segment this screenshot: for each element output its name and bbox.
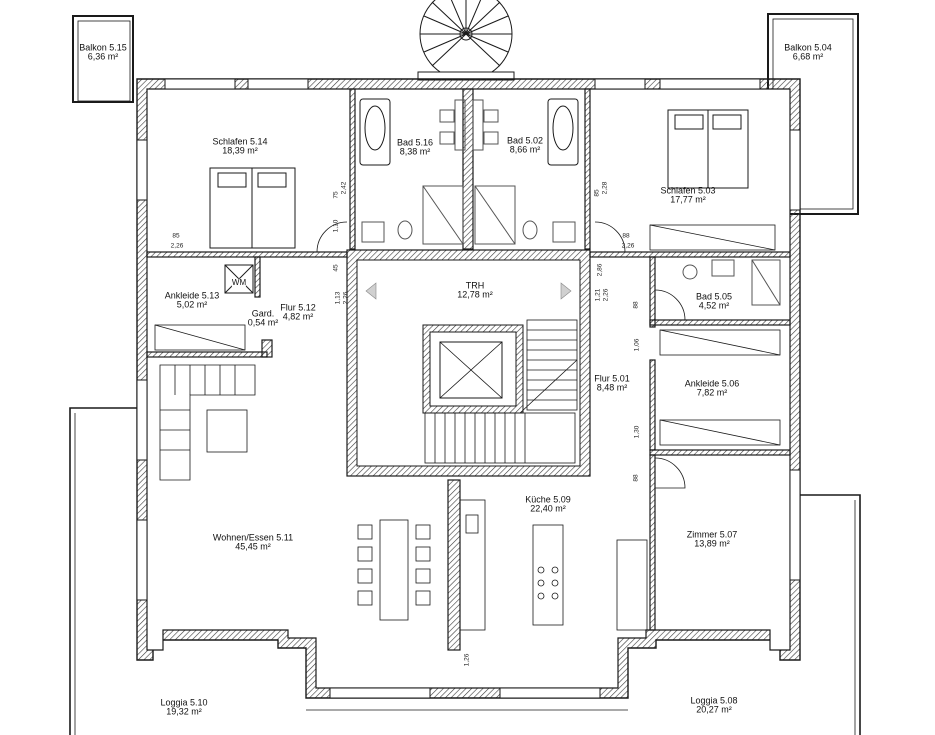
dim-1-10: 1,10	[332, 219, 340, 233]
room-flur-5-01: Flur 5.01 8,48 m²	[594, 373, 630, 394]
interior-walls	[146, 88, 791, 651]
room-name: Gard.	[251, 308, 275, 319]
room-area: 12,78 m²	[457, 290, 493, 300]
room-schlafen-5-14: Schlafen 5.14 18,39 m²	[212, 136, 268, 157]
room-name: Schlafen 5.14	[212, 136, 268, 147]
dim-75: 75	[332, 191, 340, 199]
room-area: 22,40 m²	[530, 504, 566, 514]
room-area: 8,38 m²	[399, 147, 431, 157]
room-area: 4,82 m²	[282, 312, 314, 322]
room-name: Loggia 5.10	[160, 697, 208, 708]
bath-fixtures	[361, 99, 576, 245]
room-ankleide-5-06: Ankleide 5.06 7,82 m²	[684, 378, 740, 399]
room-name: Bad 5.02	[506, 135, 544, 146]
dim-88-v: 88	[632, 301, 640, 309]
spiral-staircase	[417, 0, 515, 81]
dim-1-13: 1,13	[334, 291, 342, 305]
room-trh: TRH 12,78 m²	[457, 280, 493, 301]
dim-2-26-left: 2,26	[170, 242, 184, 250]
windows	[136, 78, 801, 699]
dim-85-left: 85	[172, 232, 180, 240]
room-bad-5-05: Bad 5.05 4,52 m²	[695, 291, 733, 312]
dim-88-right: 88	[622, 232, 630, 240]
beds	[209, 109, 749, 249]
room-kuche-5-09: Küche 5.09 22,40 m²	[525, 494, 571, 515]
room-name: Balkon 5.04	[784, 42, 832, 53]
dim-2-42: 2,42	[340, 181, 348, 195]
dim-88-lower: 88	[632, 474, 640, 482]
room-area: 4,52 m²	[698, 301, 730, 311]
dim-2-28: 2,28	[601, 181, 609, 195]
room-loggia-5-08: Loggia 5.08 20,27 m²	[690, 695, 738, 716]
wm-label: WM	[231, 277, 247, 288]
room-name: Küche 5.09	[525, 494, 571, 505]
room-area: 0,54 m²	[247, 318, 279, 328]
dim-1-30: 1,30	[633, 425, 641, 439]
stair-flights	[424, 319, 578, 464]
room-name: Wohnen/Essen 5.11	[212, 532, 294, 543]
room-area: 17,77 m²	[670, 195, 706, 205]
door-swings	[316, 221, 686, 489]
dim-2-26-flur: 2,26	[342, 291, 350, 305]
room-balkon-5-04: Balkon 5.04 6,68 m²	[784, 42, 832, 63]
room-bad-5-16: Bad 5.16 8,38 m²	[396, 137, 434, 158]
room-area: 6,68 m²	[792, 52, 824, 62]
room-area: 8,66 m²	[509, 145, 541, 155]
room-name: Balkon 5.15	[79, 42, 127, 53]
bad-5-05-fixtures	[682, 259, 781, 306]
room-name: TRH	[465, 280, 485, 291]
room-area: 45,45 m²	[235, 542, 271, 552]
dim-1-26: 1,26	[463, 653, 471, 667]
room-area: 7,82 m²	[696, 388, 728, 398]
room-bad-5-02: Bad 5.02 8,66 m²	[506, 135, 544, 156]
wardrobes	[154, 224, 781, 446]
room-name: Schlafen 5.03	[660, 185, 716, 196]
room-balkon-5-15: Balkon 5.15 6,36 m²	[79, 42, 127, 63]
living-furniture	[159, 364, 431, 621]
room-ankleide-5-13: Ankleide 5.13 5,02 m²	[164, 290, 220, 311]
dim-2-26-trh-right: 2,26	[602, 288, 610, 302]
room-area: 19,32 m²	[166, 707, 202, 717]
room-area: 18,39 m²	[222, 146, 258, 156]
room-name: Loggia 5.08	[690, 695, 738, 706]
room-name: Ankleide 5.06	[684, 378, 740, 389]
room-area: 20,27 m²	[696, 705, 732, 715]
room-flur-5-12: Flur 5.12 4,82 m²	[280, 302, 316, 323]
dim-45: 45	[332, 264, 340, 272]
balcony-5-15	[72, 15, 134, 103]
room-wohnen-essen-5-11: Wohnen/Essen 5.11 45,45 m²	[212, 532, 294, 553]
dim-2-26-right: 2,26	[621, 242, 635, 250]
dim-1-06: 1,06	[633, 338, 641, 352]
room-loggia-5-10: Loggia 5.10 19,32 m²	[160, 697, 208, 718]
dim-1-21: 1,21	[594, 288, 602, 302]
room-name: Ankleide 5.13	[164, 290, 220, 301]
loggias	[69, 407, 861, 735]
dim-85-right-v: 85	[593, 189, 601, 197]
room-name: Bad 5.16	[396, 137, 434, 148]
room-area: 13,89 m²	[694, 539, 730, 549]
stair-core	[346, 249, 591, 477]
room-name: Bad 5.05	[695, 291, 733, 302]
room-gard: Gard. 0,54 m²	[247, 308, 279, 329]
room-schlafen-5-03: Schlafen 5.03 17,77 m²	[660, 185, 716, 206]
room-area: 5,02 m²	[176, 300, 208, 310]
bathtubs	[359, 98, 579, 166]
dim-2-86: 2,86	[596, 263, 604, 277]
room-name: Flur 5.12	[280, 302, 316, 313]
room-zimmer-5-07: Zimmer 5.07 13,89 m²	[686, 529, 738, 550]
room-name: Flur 5.01	[594, 373, 630, 384]
room-area: 8,48 m²	[596, 383, 628, 393]
room-name: Zimmer 5.07	[686, 529, 738, 540]
kitchen-fixtures	[459, 499, 648, 631]
room-area: 6,36 m²	[87, 52, 119, 62]
